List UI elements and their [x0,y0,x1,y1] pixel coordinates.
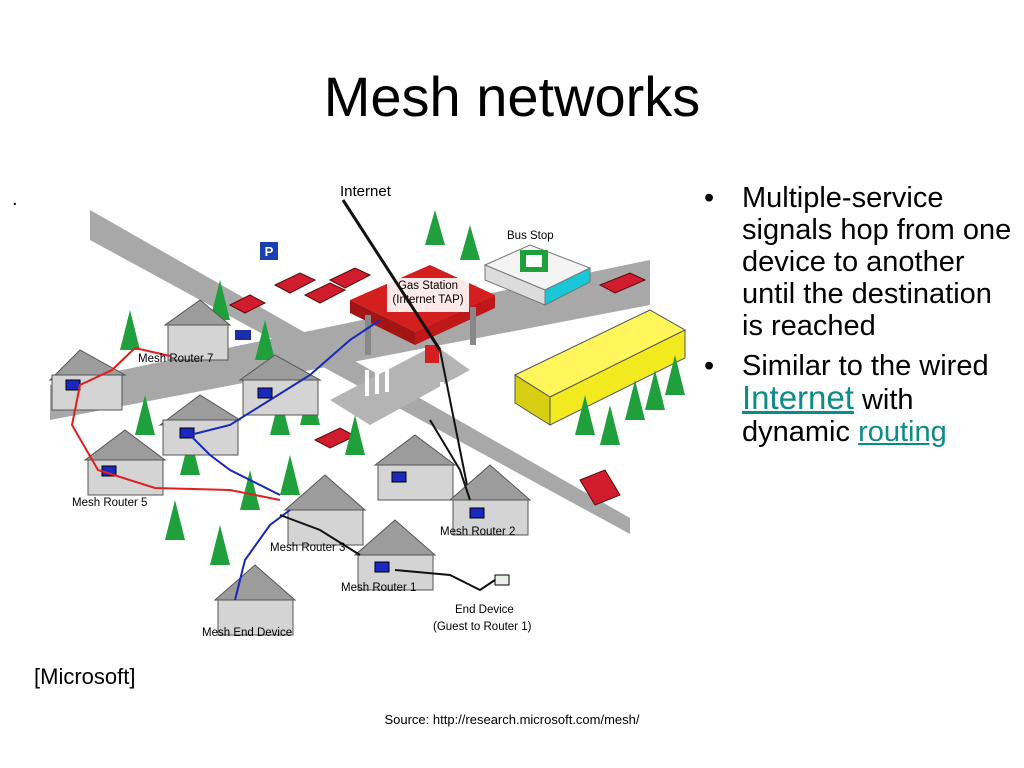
crosswalk [365,366,454,408]
parking-sign: P [260,242,278,260]
road-main [90,210,630,534]
mesh-router-3-label: Mesh Router 3 [270,542,345,554]
mesh-router-2-label: Mesh Router 2 [440,526,515,538]
mesh-network-illustration: Gas Station (Internet TAP) Bus Stop Inte… [48,183,687,639]
internet-link[interactable]: Internet [742,379,854,416]
gas-station-label: Gas Station [398,280,458,292]
bullet-list: • Multiple-service signals hop from one … [702,182,1017,456]
mesh-router-7-label: Mesh Router 7 [138,353,213,365]
blue-mesh-links [189,319,381,601]
blue-sign [235,330,251,340]
internet-cable-lower [439,349,471,501]
routing-link[interactable]: routing [858,416,947,448]
road-side [330,345,470,425]
black-mesh-links [279,419,496,592]
mesh-router-5-label: Mesh Router 5 [72,497,147,509]
end-device-label: End Device [455,604,514,616]
source-citation: Source: http://research.microsoft.com/me… [384,712,640,727]
trees [120,210,685,565]
gas-station-sublabel: (Internet TAP) [392,294,463,306]
bullet-text-middle: with dynamic [742,384,914,448]
stray-mark: . [12,188,18,210]
image-credit: [Microsoft] [34,664,136,689]
bullet-marker: • [704,350,715,382]
bullet-marker: • [704,182,715,214]
svg-text:P: P [265,244,274,259]
bullet-text: Similar to the wired [742,350,989,382]
internet-label: Internet [340,183,392,200]
end-device-sublabel: (Guest to Router 1) [433,621,532,633]
cars [228,267,647,506]
houses [48,299,532,636]
bullet-text: Multiple-service signals hop from one de… [742,182,1012,342]
mesh-end-device-label: Mesh End Device [202,627,292,639]
red-mesh-links [70,347,281,501]
bullet-item: • Multiple-service signals hop from one … [702,182,1017,342]
internet-cable [341,199,442,351]
slide-title: Mesh networks [323,65,701,128]
end-device-icon [494,574,510,586]
bullet-item: • Similar to the wired Internet with dyn… [702,350,1017,448]
bus-stop [483,244,592,306]
bus-stop-label: Bus Stop [507,230,554,242]
mesh-router-1-label: Mesh Router 1 [341,582,416,594]
